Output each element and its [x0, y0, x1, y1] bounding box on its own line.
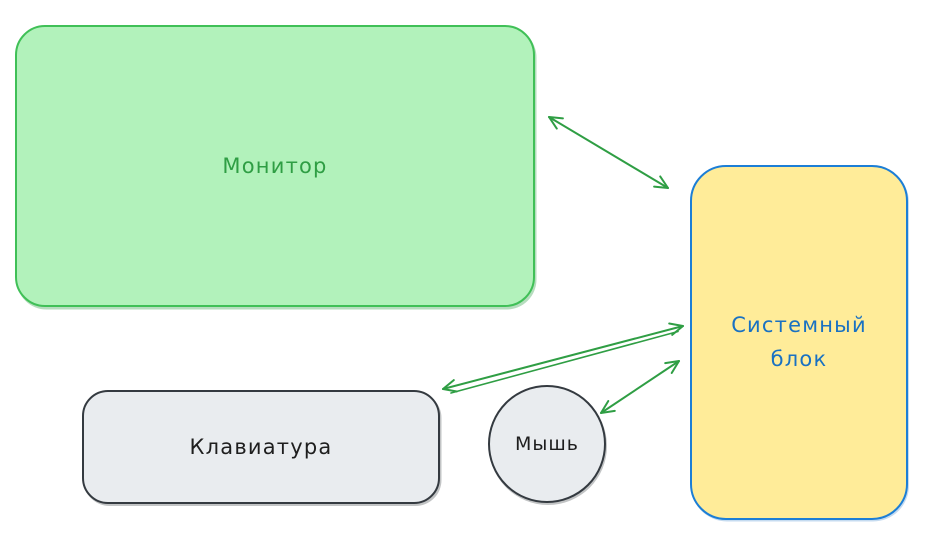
arrow-keyboard-system[interactable]: [442, 322, 684, 394]
node-monitor[interactable]: Монитор: [15, 25, 535, 307]
node-keyboard[interactable]: Клавиатура: [82, 390, 440, 504]
arrow-mouse-system[interactable]: [600, 360, 680, 414]
monitor-label: Монитор: [222, 154, 328, 178]
node-mouse[interactable]: Мышь: [488, 385, 606, 503]
system-unit-label: Системный блок: [731, 312, 867, 371]
mouse-label: Мышь: [515, 433, 579, 455]
node-system-unit[interactable]: Системный блок: [690, 165, 908, 520]
arrow-monitor-system[interactable]: [548, 116, 669, 189]
keyboard-label: Клавиатура: [189, 435, 333, 459]
